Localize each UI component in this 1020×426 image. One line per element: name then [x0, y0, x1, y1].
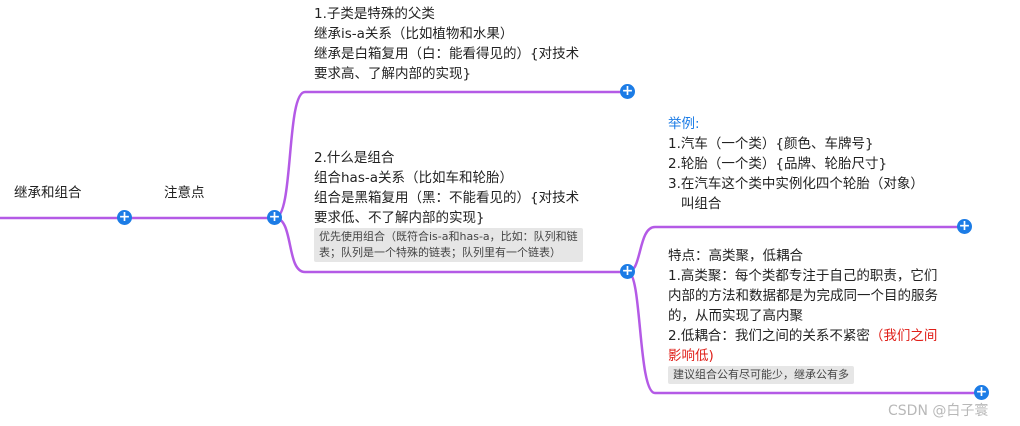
expand-inheritance-icon[interactable]: +: [620, 83, 635, 99]
composition-note-line: 优先使用组合（既符合is-a和has-a，比如：队列和链: [319, 230, 578, 243]
topic-features-red-text: （我们之间: [869, 328, 938, 344]
composition-note-line: 表；队列是一个特殊的链表；队列里有一个链表）: [319, 246, 561, 259]
expand-example-icon[interactable]: +: [957, 218, 972, 234]
root-node[interactable]: 继承和组合: [14, 183, 82, 203]
composition-note: 优先使用组合（既符合is-a和has-a，比如：队列和链 表；队列是一个特殊的链…: [314, 228, 583, 262]
topic-features[interactable]: 特点：高类聚，低耦合 1.高类聚：每个类都专注于自己的职责，它们 内部的方法和数…: [668, 246, 938, 366]
expand-composition-icon[interactable]: +: [620, 263, 635, 279]
branch-node-label: 注意点: [164, 185, 205, 201]
topic-composition-line: 组合是黑箱复用（黑：不能看见的）{对技术: [314, 190, 580, 206]
topic-example-line: 叫组合: [668, 196, 722, 212]
topic-features-line: 内部的方法和数据都是为完成同一个目的服务: [668, 288, 938, 304]
topic-features-line: 1.高类聚：每个类都专注于自己的职责，它们: [668, 268, 938, 284]
topic-composition-line: 要求低、不了解内部的实现}: [314, 210, 485, 226]
topic-example-line: 2.轮胎（一个类）{品牌、轮胎尺寸}: [668, 156, 888, 172]
watermark: CSDN @白子寰: [888, 403, 989, 419]
topic-example-heading: 举例:: [668, 116, 700, 132]
features-note: 建议组合公有尽可能少，继承公有多: [668, 366, 854, 384]
topic-features-line: 2.低耦合：我们之间的关系不紧密（我们之间: [668, 326, 938, 346]
topic-inheritance-line: 1.子类是特殊的父类: [314, 6, 435, 22]
topic-example[interactable]: 举例: 1.汽车（一个类）{颜色、车牌号} 2.轮胎（一个类）{品牌、轮胎尺寸}…: [668, 114, 924, 214]
topic-inheritance[interactable]: 1.子类是特殊的父类 继承is-a关系（比如植物和水果） 继承是白箱复用（白：能…: [314, 4, 579, 84]
topic-features-line: 特点：高类聚，低耦合: [668, 248, 803, 264]
root-node-label: 继承和组合: [14, 185, 82, 201]
topic-composition[interactable]: 2.什么是组合 组合has-a关系（比如车和轮胎） 组合是黑箱复用（黑：不能看见…: [314, 148, 579, 228]
topic-inheritance-line: 继承是白箱复用（白：能看得见的）{对技术: [314, 46, 580, 62]
topic-features-red-text: 影响低): [668, 348, 714, 364]
topic-features-low-coupling: 2.低耦合：我们之间的关系不紧密: [668, 328, 870, 344]
expand-features-icon[interactable]: +: [974, 384, 989, 400]
topic-inheritance-line: 要求高、了解内部的实现}: [314, 66, 472, 82]
topic-inheritance-line: 继承is-a关系（比如植物和水果）: [314, 26, 514, 42]
topic-example-line: 1.汽车（一个类）{颜色、车牌号}: [668, 136, 874, 152]
link-inheritance: [274, 90, 628, 220]
features-note-text: 建议组合公有尽可能少，继承公有多: [673, 368, 849, 381]
topic-composition-line: 2.什么是组合: [314, 150, 395, 166]
expand-branch-icon[interactable]: +: [267, 209, 282, 225]
expand-root-icon[interactable]: +: [117, 209, 132, 225]
branch-node[interactable]: 注意点: [164, 183, 205, 203]
topic-example-line: 3.在汽车这个类中实例化四个轮胎（对象）: [668, 176, 924, 192]
topic-features-line: 的，从而实现了高内聚: [668, 308, 803, 324]
topic-composition-line: 组合has-a关系（比如车和轮胎）: [314, 170, 514, 186]
